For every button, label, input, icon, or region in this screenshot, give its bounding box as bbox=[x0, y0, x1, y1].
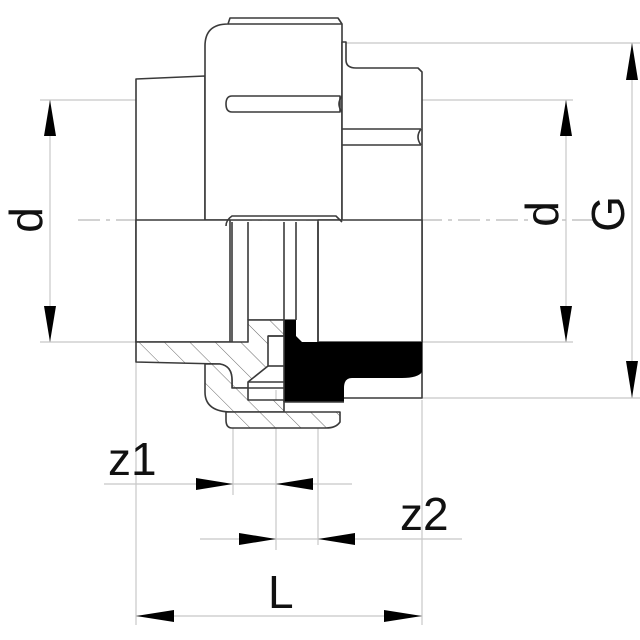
dimension-label-L: L bbox=[268, 566, 294, 618]
hatched-sections bbox=[135, 319, 422, 429]
bore-section bbox=[135, 215, 423, 343]
dimension-label-z2: z2 bbox=[400, 488, 449, 540]
dimension-arrows bbox=[44, 43, 638, 622]
dimension-label-d-left: d bbox=[0, 207, 52, 233]
dimension-label-G: G bbox=[582, 196, 634, 232]
union-nut bbox=[204, 17, 343, 221]
dimension-label-d-right: d bbox=[516, 201, 568, 227]
dimension-label-z1: z1 bbox=[108, 433, 157, 485]
